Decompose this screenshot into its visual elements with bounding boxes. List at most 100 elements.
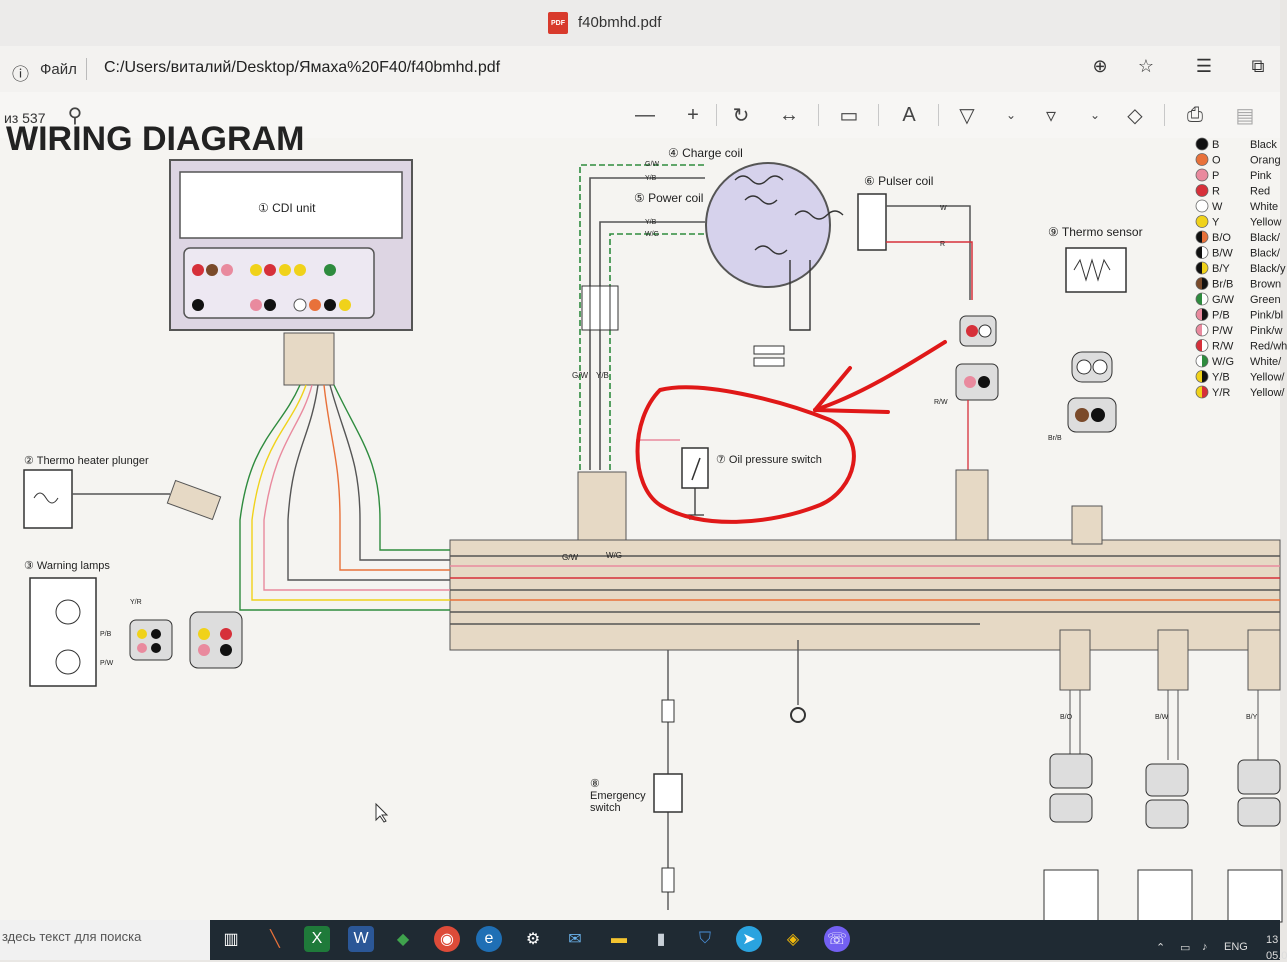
collections-icon[interactable]: ⧉ bbox=[1251, 55, 1265, 76]
address-divider bbox=[86, 58, 87, 80]
wire-label-yr: Y/R bbox=[130, 599, 142, 606]
legend-swatch bbox=[1202, 200, 1208, 212]
address-url[interactable]: C:/Users/виталий/Desktop/Ямаха%20F40/f40… bbox=[104, 59, 501, 76]
app-pen-icon[interactable]: ╲ bbox=[270, 931, 280, 948]
chrome-icon[interactable]: ◉ bbox=[434, 926, 460, 952]
tray-chevron-icon[interactable]: ⌃ bbox=[1156, 942, 1166, 954]
task-view-icon[interactable]: ▥ bbox=[223, 931, 239, 948]
clock-date[interactable]: 05.0 bbox=[1266, 950, 1287, 962]
volume-icon[interactable]: ♪ bbox=[1202, 941, 1208, 953]
emergency-label-2: switch bbox=[590, 802, 621, 814]
taskbar-search-placeholder[interactable]: здесь текст для поиска bbox=[2, 929, 142, 944]
legend-swatch bbox=[1196, 215, 1202, 228]
network-icon[interactable]: ▭ bbox=[1180, 942, 1191, 954]
legend-name: White/ bbox=[1250, 356, 1282, 368]
wire-label-yb-2: Y/B bbox=[645, 175, 657, 182]
wire-label-gw: G/W bbox=[572, 371, 588, 380]
telegram-icon[interactable]: ➤ bbox=[736, 926, 762, 952]
legend-name: Black/ bbox=[1250, 248, 1281, 260]
legend-name: Pink/bl bbox=[1250, 310, 1283, 322]
pulser-wire-w bbox=[886, 205, 971, 300]
add-favorite-icon[interactable]: ☆ bbox=[1137, 55, 1155, 76]
page-view-button[interactable]: ▭ bbox=[839, 104, 859, 127]
edge-icon[interactable]: e bbox=[476, 926, 502, 952]
print-button[interactable]: ⎙ bbox=[1187, 103, 1203, 126]
highlight-button[interactable]: ▿ bbox=[1045, 104, 1057, 127]
pulser-coil bbox=[857, 193, 887, 251]
legend-swatch bbox=[1202, 231, 1208, 243]
draw-options-chevron-icon[interactable]: ⌄ bbox=[1005, 108, 1017, 122]
taskbar-search-box[interactable] bbox=[0, 920, 210, 960]
wire-label-wg: W/G bbox=[606, 551, 622, 560]
pdf-page[interactable]: WIRING DIAGRAM ① CDI unit bbox=[0, 120, 1287, 923]
wire-label-yb-3: Y/B bbox=[645, 219, 657, 226]
wire-label-wg-2: W/G bbox=[645, 231, 659, 238]
wire-label-pb: P/B bbox=[100, 631, 112, 638]
thermo-sensor bbox=[1065, 247, 1127, 293]
excel-icon[interactable]: X bbox=[304, 926, 330, 952]
app-shield-icon[interactable]: ⛉ bbox=[698, 930, 711, 947]
legend-code: G/W bbox=[1212, 294, 1235, 306]
word-icon[interactable]: W bbox=[348, 926, 374, 952]
legend-swatch bbox=[1202, 293, 1208, 305]
highlight-options-chevron-icon[interactable]: ⌄ bbox=[1089, 108, 1101, 122]
legend-swatch bbox=[1202, 370, 1208, 383]
legend-name: Pink bbox=[1250, 170, 1272, 182]
binance-icon[interactable]: ◈ bbox=[786, 931, 800, 948]
search-icon[interactable]: ⚲ bbox=[67, 104, 83, 127]
legend-item: B/W Black/ bbox=[1195, 246, 1281, 260]
legend-swatch bbox=[1196, 277, 1202, 290]
app-green-icon[interactable]: ◆ bbox=[396, 931, 410, 948]
read-aloud-button[interactable]: A bbox=[902, 103, 916, 126]
zoom-out-button[interactable]: — bbox=[635, 103, 655, 126]
legend-code: B/Y bbox=[1212, 263, 1230, 275]
legend-name: Yellow/ bbox=[1250, 372, 1285, 384]
draw-button[interactable]: ▽ bbox=[959, 104, 975, 127]
wire-label-yb: Y/B bbox=[596, 371, 609, 380]
legend-name: White bbox=[1250, 201, 1278, 213]
viber-icon[interactable]: ☏ bbox=[824, 926, 850, 952]
info-icon[interactable]: ⓘ bbox=[12, 65, 29, 84]
app-tool-icon[interactable]: ⚙ bbox=[525, 931, 541, 948]
wire-label-bw: B/W bbox=[1155, 714, 1169, 721]
wire-label-gw-3: G/W bbox=[645, 161, 659, 168]
zoom-in-button[interactable]: + bbox=[687, 103, 699, 126]
legend-code: R bbox=[1212, 186, 1220, 198]
address-file-label: Файл bbox=[40, 61, 77, 78]
toolbar-divider bbox=[818, 104, 819, 126]
folder-icon[interactable]: ▬ bbox=[611, 930, 627, 947]
clock-time[interactable]: 13 bbox=[1266, 934, 1279, 946]
legend-swatch bbox=[1202, 153, 1208, 166]
rotate-button[interactable]: ↻ bbox=[732, 104, 750, 127]
power-coil-label: ⑤ Power coil bbox=[634, 191, 703, 205]
coil-connector bbox=[581, 285, 619, 331]
erase-button[interactable]: ◇ bbox=[1127, 104, 1143, 127]
mail-icon[interactable]: ✉ bbox=[568, 931, 582, 948]
save-button[interactable]: ▤ bbox=[1235, 104, 1255, 127]
pdf-toolbar bbox=[0, 92, 1280, 139]
favorites-icon[interactable]: ☰ bbox=[1195, 55, 1213, 76]
fit-page-button[interactable]: ↔ bbox=[779, 103, 799, 126]
keyboard-language[interactable]: ENG bbox=[1224, 941, 1248, 953]
legend-swatch bbox=[1202, 355, 1208, 367]
app-doc-icon[interactable]: ▮ bbox=[656, 931, 666, 948]
pdf-icon: PDF bbox=[548, 12, 568, 34]
zoom-icon[interactable]: ⊕ bbox=[1092, 55, 1108, 76]
thermo-plunger-label: ② Thermo heater plunger bbox=[24, 455, 149, 467]
legend-swatch bbox=[1196, 324, 1202, 336]
legend-name: Brown bbox=[1250, 279, 1281, 291]
ground-terminal bbox=[790, 707, 806, 723]
legend-swatch bbox=[1196, 370, 1202, 383]
wire-label-gw-2: G/W bbox=[562, 553, 578, 562]
wire-label-brb: Br/B bbox=[1048, 435, 1062, 442]
legend-code: B/W bbox=[1212, 248, 1233, 260]
thermo-harness bbox=[1071, 505, 1103, 545]
